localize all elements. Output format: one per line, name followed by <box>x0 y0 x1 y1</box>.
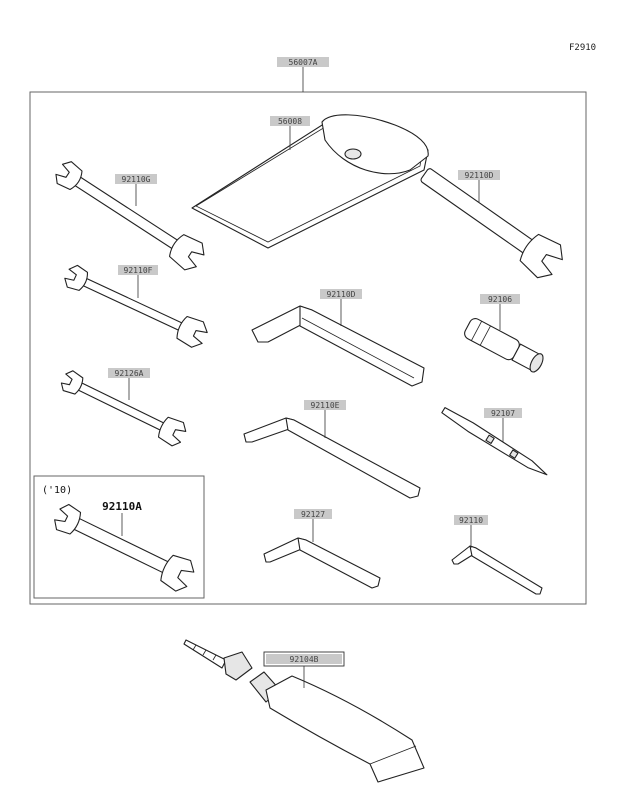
callout-92110[interactable]: 92110 <box>454 515 488 548</box>
grip-92106[interactable] <box>463 317 547 375</box>
callout-92110d-right[interactable]: 92110D <box>458 170 500 203</box>
callout-92127-box <box>294 509 332 519</box>
inset-frame <box>33 475 205 599</box>
inset-part-label[interactable]: 92110A <box>102 500 142 536</box>
grease-tube-nozzle-ring-2 <box>202 649 207 656</box>
callout-92106[interactable]: 92106 <box>480 294 520 330</box>
grease-tube-crimp <box>369 745 417 765</box>
callout-92127-text: 92127 <box>301 510 325 519</box>
wrench-92110a-head-right <box>160 554 195 592</box>
callout-92110d-hex-box <box>320 289 362 299</box>
hex-key-92110d-long-arm <box>299 305 425 387</box>
hex-key-92110[interactable] <box>451 545 543 595</box>
callout-92126a-text: 92126A <box>115 369 144 378</box>
grease-tube-cap <box>223 651 253 681</box>
callout-92110e[interactable]: 92110E <box>304 400 346 438</box>
hex-key-92110e[interactable] <box>243 417 421 499</box>
callout-92127[interactable]: 92127 <box>294 509 332 542</box>
callout-92110f-box <box>118 265 158 275</box>
wrench-92110g-shank <box>74 176 182 252</box>
wrench-92126a-head-left <box>60 370 84 395</box>
grip-92106-body <box>464 318 520 361</box>
grip-92106-end <box>529 353 544 373</box>
wrench-92126a-shank <box>76 381 168 433</box>
screwdriver-92107-hole-1 <box>485 434 495 444</box>
hex-key-92127[interactable] <box>263 537 381 589</box>
wrench-92126a-head-right <box>157 416 187 447</box>
callout-92110e-text: 92110E <box>311 401 340 410</box>
callout-92110d-hex[interactable]: 92110D <box>320 289 362 326</box>
callout-92126a[interactable]: 92126A <box>108 368 150 400</box>
wrench-92110g[interactable] <box>51 156 209 274</box>
callout-92104b-text: 92104B <box>290 655 319 664</box>
callout-92110f[interactable]: 92110F <box>118 265 158 298</box>
figure-code: F2910 <box>569 43 596 53</box>
wrench-92110f[interactable] <box>61 261 211 351</box>
grease-tube-nozzle-ring-3 <box>212 654 217 661</box>
callout-92110d-right-text: 92110D <box>465 171 494 180</box>
tool-kit-frame <box>29 91 587 605</box>
hex-key-92110d[interactable] <box>251 305 425 387</box>
wrench-92110f-head-right <box>176 315 208 348</box>
grease-tube-nozzle <box>183 639 227 669</box>
callout-92110e-box <box>304 400 346 410</box>
callout-92110d-right-box <box>458 170 500 180</box>
hex-key-92110e-long-arm <box>285 417 421 499</box>
callout-56008[interactable]: 56008 <box>270 116 310 150</box>
callout-92110g-text: 92110G <box>122 175 151 184</box>
callout-92126a-box <box>108 368 150 378</box>
wrench-92110a-head-left <box>54 503 82 535</box>
hex-key-92110d-edge <box>301 317 415 379</box>
wrench-92110a[interactable] <box>50 499 198 594</box>
callout-92110f-text: 92110F <box>124 266 153 275</box>
wrench-92110d-right[interactable] <box>413 158 569 284</box>
callout-56008-box <box>270 116 310 126</box>
callout-92106-text: 92106 <box>488 295 512 304</box>
hex-key-92127-long-arm <box>297 537 381 589</box>
inset-year-tag: ('10) <box>42 485 72 496</box>
grease-tube[interactable] <box>183 639 425 783</box>
tool-bag-flap <box>321 114 429 175</box>
wrench-92126a[interactable] <box>58 367 189 449</box>
grease-tube-body <box>265 675 425 783</box>
wrench-92110g-head-right <box>169 234 205 271</box>
wrench-92110f-shank <box>81 277 187 333</box>
callout-92104b[interactable]: 92104B <box>263 651 345 688</box>
tool-bag-button <box>344 148 362 160</box>
callout-92106-box <box>480 294 520 304</box>
callout-92110-text: 92110 <box>459 516 483 525</box>
callout-92110d-hex-text: 92110D <box>327 290 356 299</box>
callout-56007a[interactable]: 56007A <box>277 57 329 92</box>
wrench-92110f-head-left <box>64 264 89 291</box>
grease-tube-nozzle-ring-1 <box>192 644 197 651</box>
grip-92106-ridge-1 <box>470 321 483 341</box>
wrench-92110d-shank <box>420 168 535 255</box>
wrench-92110d-head <box>519 233 563 279</box>
callout-56008-text: 56008 <box>278 117 302 126</box>
callout-92107-text: 92107 <box>491 409 515 418</box>
screwdriver-92107-hole-2 <box>509 449 519 459</box>
callout-56007a-box <box>277 57 329 67</box>
callout-92104b-box <box>266 654 342 664</box>
screwdriver-92107-blade <box>441 407 548 476</box>
wrench-92110g-head-left <box>55 161 83 191</box>
callout-56007a-text: 56007A <box>289 58 318 67</box>
screwdriver-92107[interactable] <box>441 406 550 479</box>
tool-bag[interactable] <box>191 114 429 249</box>
callout-92107[interactable]: 92107 <box>484 408 522 442</box>
callout-92107-box <box>484 408 522 418</box>
hex-key-92110-long-arm <box>469 545 543 595</box>
callout-92110g-box <box>115 174 157 184</box>
inset-part-number: 92110A <box>102 500 142 513</box>
grip-92106-ridge-2 <box>479 325 491 346</box>
callout-92110-box <box>454 515 488 525</box>
callout-92110g[interactable]: 92110G <box>115 174 157 206</box>
